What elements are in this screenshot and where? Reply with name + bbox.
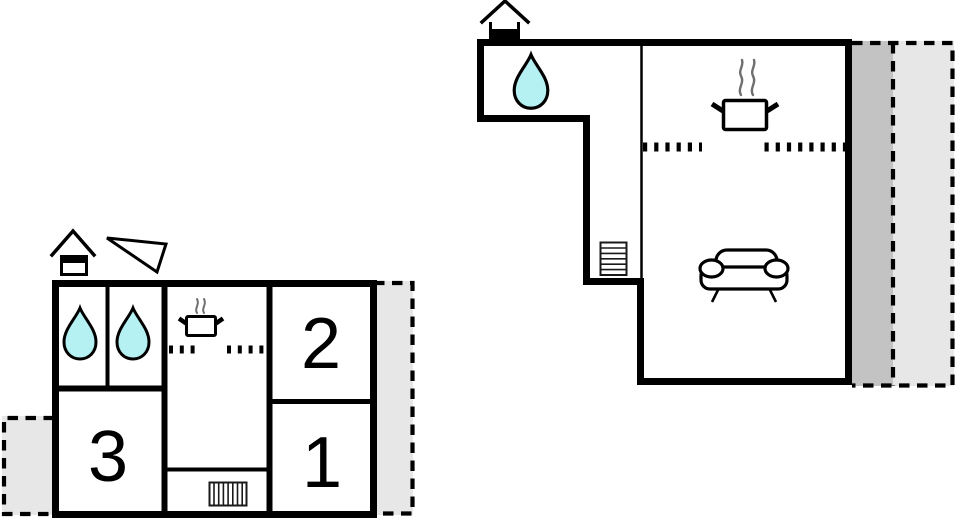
radiator-icon	[208, 481, 248, 507]
room-3-label: 3	[88, 417, 128, 497]
radiator-fins	[213, 482, 243, 506]
right-plan	[477, 0, 955, 388]
chimney-roof	[479, 0, 531, 25]
terrace-right-dashed-border	[374, 280, 415, 516]
stairs-icon	[599, 241, 628, 276]
sofa-armrest-right	[763, 258, 790, 279]
pot-body	[185, 315, 217, 337]
chimney-icon	[479, 0, 531, 40]
steam-lines	[195, 298, 206, 314]
steam-lines	[738, 58, 756, 97]
terrace-left-fill	[2, 416, 54, 515]
terrace-light-fill	[893, 41, 954, 386]
stairs-treads	[600, 247, 627, 271]
chimney-band-light	[60, 260, 88, 276]
water-drop-icon	[62, 303, 98, 361]
water-drop-icon	[512, 50, 550, 110]
room-1-label: 1	[302, 423, 342, 503]
chimney-roof	[49, 228, 97, 258]
terrace-dark-fill	[852, 41, 893, 386]
terrace-right-fill	[375, 281, 413, 515]
terrace-dashed-border	[852, 40, 955, 388]
room-2-label: 2	[301, 304, 341, 384]
sofa-armrest-left	[698, 258, 725, 279]
pot-body	[721, 98, 769, 132]
sofa-icon	[698, 248, 790, 303]
water-drop-icon	[115, 303, 151, 361]
left-plan: 2 1 3	[1, 228, 415, 518]
pot-handle-right	[765, 101, 780, 114]
chimney-band-dark	[489, 30, 520, 40]
pot-handle-left	[710, 101, 725, 114]
terrace-left-dashed-border	[1, 415, 55, 517]
stove-pot-icon	[710, 58, 780, 132]
north-arrow-icon	[106, 236, 168, 275]
stove-pot-icon	[177, 298, 225, 337]
chimney-icon	[49, 228, 97, 276]
